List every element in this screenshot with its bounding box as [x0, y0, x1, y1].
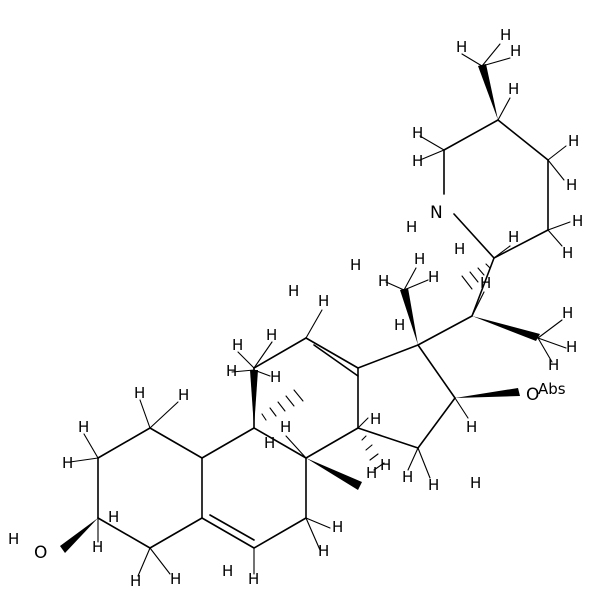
- hydrogen-label: H: [248, 570, 259, 588]
- hashed-bonds: [261, 263, 491, 471]
- hydrogen-label: H: [456, 38, 467, 56]
- hydrogen-label: H: [232, 336, 243, 354]
- hydrogen-label: H: [270, 368, 281, 386]
- hydrogen-label: H: [566, 338, 577, 356]
- hydrogen-label: H: [548, 356, 559, 374]
- nitrogen-label: N: [430, 203, 443, 223]
- hydrogen-label: H: [508, 228, 519, 246]
- hydrogen-label: H: [78, 418, 89, 436]
- wedge-c8-hydrogen: [306, 458, 362, 490]
- hydrogen-label: H: [288, 282, 299, 300]
- hydrogen-label: H: [500, 26, 511, 44]
- hydrogen-label: H: [264, 434, 275, 452]
- hydrogen-label: H: [480, 274, 491, 292]
- hydrogen-label: H: [318, 292, 329, 310]
- hydrogen-label: H: [466, 418, 477, 436]
- hydrogen-label: H: [394, 316, 405, 334]
- hydrogen-label: H: [92, 538, 103, 556]
- oxygen-16-label: O: [526, 385, 539, 405]
- hydrogen-label: H: [412, 124, 423, 142]
- hydrogen-label: H: [428, 476, 439, 494]
- hydrogen-label: H: [366, 464, 377, 482]
- hydrogen-label: H: [470, 474, 481, 492]
- hydrogen-label: H: [566, 176, 577, 194]
- hydrogen-label: H: [226, 362, 237, 380]
- wedge-c21-methyl: [472, 316, 540, 341]
- oxygen-3-label: O: [34, 543, 47, 563]
- hydrogen-label: H: [378, 272, 389, 290]
- hydrogen-label: H: [562, 304, 573, 322]
- hydrogen-label: H: [414, 250, 425, 268]
- wedge-c3-oxygen: [60, 518, 98, 553]
- wedge-c25-methyl: [478, 64, 498, 120]
- hydrogen-label: H: [510, 42, 521, 60]
- hydrogen-label: H: [130, 572, 141, 590]
- hydrogen-label: H: [108, 508, 119, 526]
- hydrogen-label: H: [170, 570, 181, 588]
- hydrogen-label: H: [134, 384, 145, 402]
- hydrogen-label: H: [412, 152, 423, 170]
- hydrogen-label: H: [568, 132, 579, 150]
- abs-label: Abs: [538, 380, 566, 398]
- hydrogen-label: H: [370, 410, 381, 428]
- wedge-c13-methyl: [400, 288, 418, 345]
- hydrogen-bonds: [69, 43, 571, 577]
- hydrogen-label: H: [222, 562, 233, 580]
- hydrogen-label: H: [402, 468, 413, 486]
- wedge-c16-oxygen: [455, 388, 520, 398]
- hydrogen-label: H: [454, 240, 465, 258]
- hydrogen-label: H: [8, 530, 19, 548]
- hydrogen-label: H: [562, 244, 573, 262]
- hydrogen-label: H: [62, 454, 73, 472]
- hydrogen-label: H: [572, 212, 583, 230]
- hydrogen-label: H: [380, 456, 391, 474]
- hydrogen-label: H: [508, 80, 519, 98]
- hydrogen-label: H: [428, 268, 439, 286]
- hydrogen-label: H: [350, 256, 361, 274]
- hydrogen-label: H: [406, 218, 417, 236]
- hydrogen-label: H: [318, 542, 329, 560]
- heteroatom-labels: N O O Abs: [34, 203, 566, 563]
- hydrogen-label: H: [280, 418, 291, 436]
- hydrogen-label: H: [178, 386, 189, 404]
- hydrogen-label: H: [332, 518, 343, 536]
- hydrogen-label: H: [266, 326, 277, 344]
